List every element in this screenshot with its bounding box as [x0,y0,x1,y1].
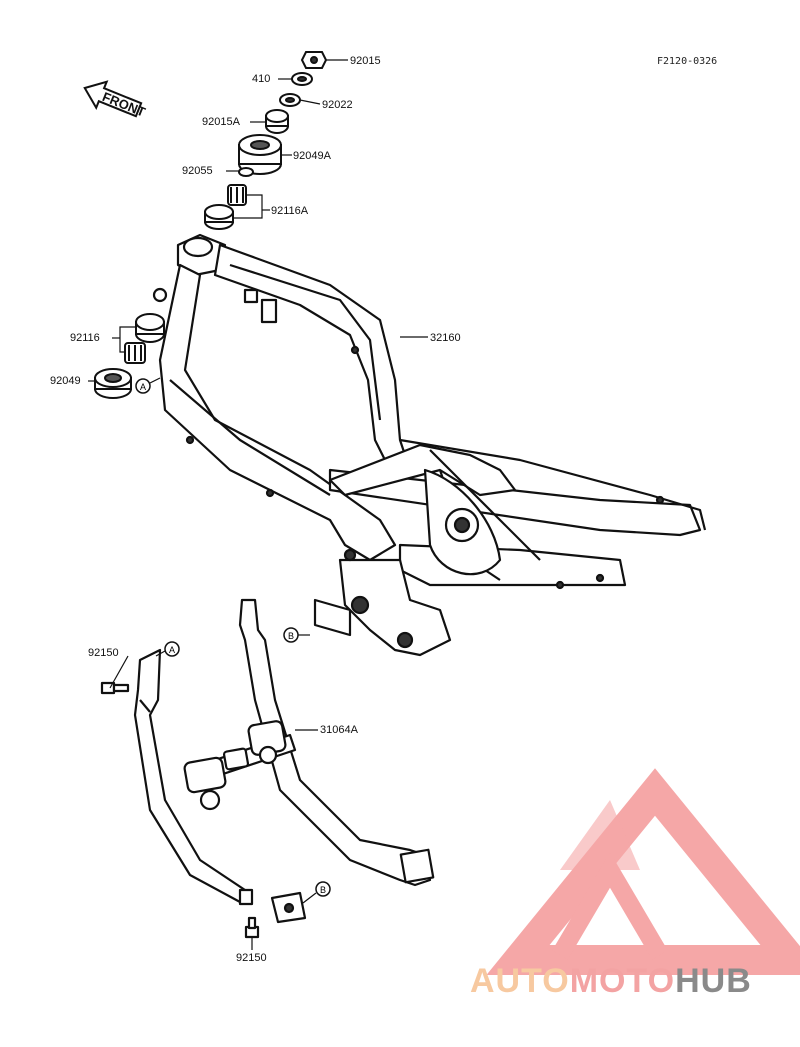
callout-b-upper: B [283,627,299,643]
watermark-hub: HUB [675,962,752,1000]
watermark-text: AUTOMOTOHUB [470,962,752,1001]
front-arrow-icon: FRONT [83,80,147,120]
nut-92015A [265,109,289,134]
label-92116: 92116 [70,332,100,344]
callout-a-lower: A [155,641,180,657]
svg-text:B: B [320,885,326,895]
race-92116 [135,313,165,343]
label-92055: 92055 [182,165,213,177]
label-410: 410 [252,73,271,85]
label-92116A: 92116A [271,205,309,217]
leader-lines [88,59,428,950]
ring-92055 [238,167,254,177]
callout-a-upper: A [135,377,161,394]
watermark-moto: MOTO [569,962,676,1000]
steering-stem-parts [204,51,328,230]
callout-b-lower: B [302,881,331,904]
main-frame-32160 [152,233,707,657]
bearing-92116A-upper [227,184,247,206]
label-92015: 92015 [350,55,381,67]
label-92022: 92022 [322,99,353,111]
bolt-92150-top [100,681,130,695]
seal-92049 [94,368,132,399]
bearing-92116 [124,342,146,364]
label-92049: 92049 [50,375,81,387]
front-label: FRONT [100,89,147,120]
label-92150-bottom: 92150 [236,952,267,964]
race-92116A [204,204,234,230]
watermark-logo [486,768,800,975]
watermark-auto: AUTO [470,962,570,1000]
label-92049A: 92049A [293,150,331,162]
diagram-code: F2120-0326 [657,56,718,67]
lower-bearing-parts [94,313,165,399]
lower-subframe-31064A [100,598,435,939]
nut-92015 [300,51,328,69]
label-92150-top: 92150 [88,647,119,659]
label-31064A: 31064A [320,724,358,736]
bolt-92150-bottom [244,916,260,939]
svg-text:A: A [169,645,175,655]
nut-92022 [279,93,301,107]
svg-text:B: B [288,631,294,641]
svg-text:A: A [140,382,146,392]
label-32160: 32160 [430,332,461,344]
label-92015A: 92015A [202,116,240,128]
